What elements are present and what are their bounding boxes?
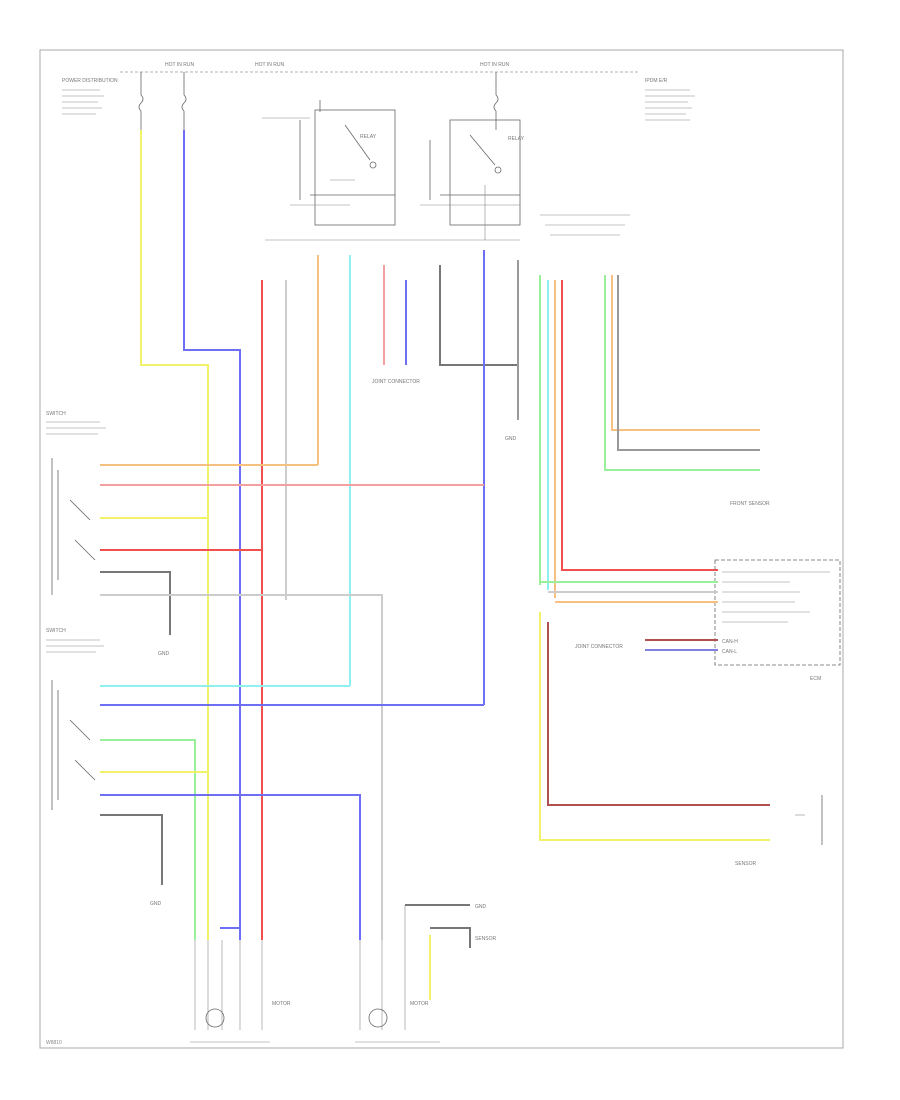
label-fuse-right: IPDM E/R [645,78,668,84]
label-left-switch-1: SWITCH [46,411,66,417]
label-ecm: ECM [810,676,821,682]
ecm-box: CAN-H CAN-L [714,559,841,666]
wire-green-h2 [100,739,196,940]
label-right-connector: SENSOR [475,936,497,942]
wire-grey-h1 [100,594,383,940]
wire-blue-h3 [100,794,361,940]
left-switch-2-block: SWITCH [46,628,104,810]
wire-red-2 [561,280,718,571]
label-joint-connector-2: JOINT CONNECTOR [575,644,623,650]
label-can-h: CAN-H [722,639,738,645]
left-switch-1-block: SWITCH [46,411,106,595]
wire-darkgrey-1 [439,265,518,366]
label-front-sensor: FRONT SENSOR [730,501,770,507]
wire-yellow-left [140,130,209,940]
label-relay-1: RELAY [360,134,377,140]
fuse-1-icon [138,72,144,130]
label-motor-1: MOTOR [272,1001,291,1007]
label-hot-in-run: HOT IN RUN [255,62,284,68]
label-joint-connector-1: JOINT CONNECTOR [372,379,420,385]
relay-2-icon [420,119,521,240]
diagram-border [39,49,844,1049]
motor-2-connector [355,904,471,1043]
label-left-switch-2: SWITCH [46,628,66,634]
label-ground-3: GND [150,901,162,907]
label-can-l: CAN-L [722,649,737,655]
wire-orange-3 [611,275,760,431]
relay-1-icon [262,100,396,226]
label-ground-2: GND [158,651,170,657]
wire-green-2 [604,275,760,471]
motor-1-connector [190,927,270,1043]
label-ground-4: GND [475,904,487,910]
fuse-3-icon [493,72,499,130]
wire-yellow-ecm [539,612,770,841]
label-ground-1: GND [505,436,517,442]
wire-darkgrey-h2 [100,814,163,885]
label-motor-2: MOTOR [410,1001,429,1007]
label-hot-in-start: HOT IN RUN [480,62,509,68]
wire-darkgrey-2 [617,275,760,451]
wire-darkgrey-h1 [100,571,171,635]
label-relay-2: RELAY [508,136,525,142]
wire-blue-left [183,130,241,940]
fuse-2-icon [181,72,187,130]
wire-darkred-ecm [547,622,770,806]
wires-vertical [140,130,760,940]
fuse-left-text [62,89,104,115]
label-fuse-left: POWER DISTRIBUTION [62,78,118,84]
fuse-right-text [645,89,695,121]
footer-code: W8810 [46,1040,62,1046]
label-right-sensor: SENSOR [735,861,757,867]
right-sensor-icon [795,795,823,845]
label-hot-all-times: HOT IN RUN [165,62,194,68]
